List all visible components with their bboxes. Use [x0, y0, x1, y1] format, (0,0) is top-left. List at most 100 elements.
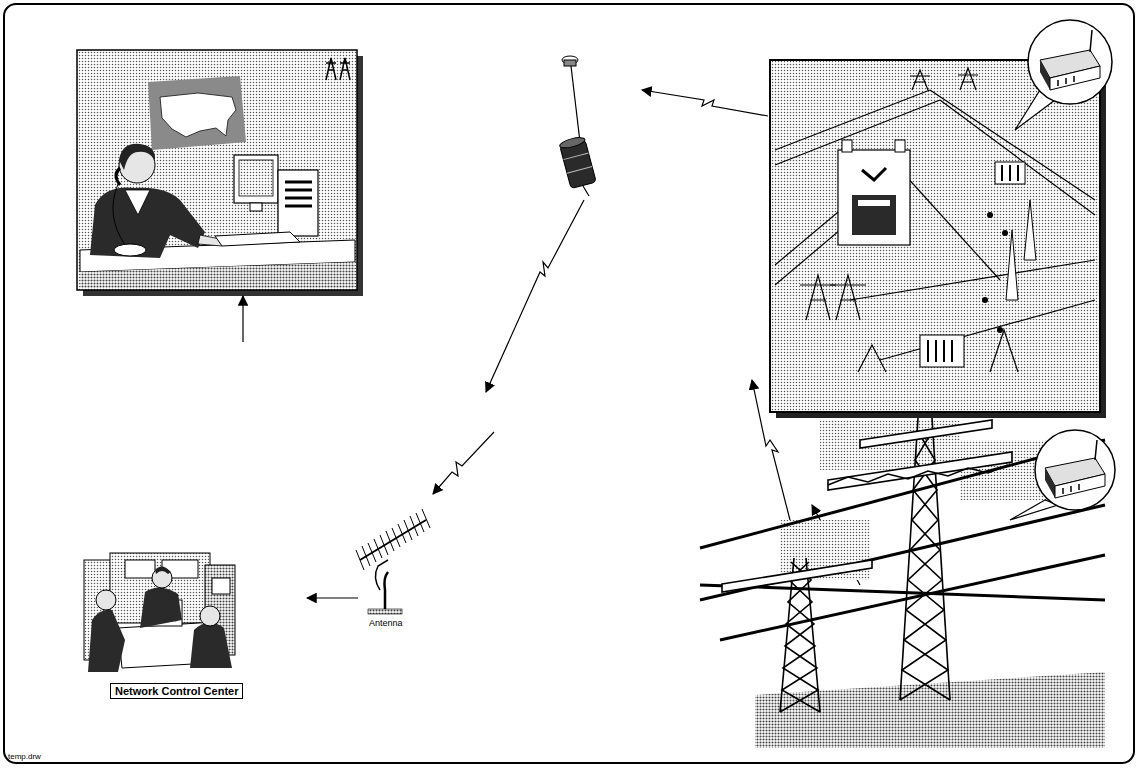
- substation-panel: [852, 195, 896, 235]
- device-callout: [1070, 486, 1072, 492]
- substation-panel: [997, 327, 1003, 333]
- substation-panel: [927, 340, 929, 362]
- device-callout: [1078, 484, 1080, 490]
- control-center-scene: [88, 610, 125, 672]
- transmission-towers: [806, 558, 820, 712]
- device-callout: [1050, 66, 1100, 90]
- office-scene: [285, 197, 312, 200]
- substation-panel: [850, 260, 1095, 300]
- antenna-symbol: [362, 546, 370, 566]
- device-callout: [1095, 440, 1097, 460]
- transmission-towers: [828, 465, 1008, 485]
- antenna-symbol: [422, 509, 430, 528]
- office-scene: [285, 181, 312, 184]
- label-box: Network Control Center: [110, 683, 243, 699]
- antenna-symbol: [380, 535, 388, 555]
- office-scene: [90, 188, 205, 258]
- substation-panel: [862, 168, 886, 180]
- satellite-symbol: [571, 66, 580, 142]
- substation-panel: [770, 60, 1106, 418]
- caption-label: Antenna: [369, 618, 403, 628]
- substation-panel: [1002, 165, 1018, 181]
- office-scene: [125, 190, 150, 215]
- substation-panel: [905, 175, 1000, 280]
- office-scene: [250, 203, 262, 211]
- substation-panel: [930, 90, 1095, 200]
- antenna-symbol: [398, 524, 406, 543]
- office-scene: [278, 170, 318, 236]
- office-scene: [160, 93, 236, 137]
- substation-panel: [1017, 165, 1019, 181]
- control-center-scene: [125, 560, 155, 578]
- office-scene: [285, 205, 312, 208]
- office-scene: [113, 184, 125, 245]
- substation-panel: [775, 68, 1095, 372]
- substation-panel: [935, 340, 937, 362]
- device-callout: [1058, 76, 1074, 86]
- device-callout: [1028, 20, 1112, 104]
- label-text: Antenna: [369, 618, 403, 628]
- satellite-symbol: [567, 166, 592, 173]
- substation-panel: [990, 330, 1018, 372]
- antenna-symbol: [374, 539, 382, 558]
- office-scene: [119, 144, 155, 170]
- office-scene: [77, 50, 357, 290]
- radio-link: [642, 90, 768, 116]
- device-callout: [1065, 78, 1067, 84]
- control-center-scene: [190, 622, 232, 668]
- substation-panel: [995, 162, 1025, 184]
- satellite-symbol: [564, 60, 576, 66]
- transmission-towers: [700, 585, 1105, 600]
- antenna-symbol: [410, 516, 418, 536]
- transmission-towers: [700, 505, 1105, 600]
- antenna-symbol: [416, 513, 424, 532]
- antenna-symbol: [356, 509, 430, 570]
- satellite-symbol: [583, 186, 589, 196]
- device-callout: [1057, 80, 1059, 86]
- device-callout: [1010, 20, 1115, 520]
- control-center-scene: [96, 590, 116, 610]
- substation-panel: [951, 340, 953, 362]
- device-callout: [1090, 30, 1092, 52]
- outer-frame: [4, 4, 1134, 763]
- device-callout: [1045, 468, 1055, 498]
- office-scene: [116, 168, 120, 185]
- office-scene: [77, 50, 363, 296]
- office-scene: [239, 160, 273, 196]
- antenna-symbol: [392, 528, 400, 547]
- control-center-scene: [200, 606, 220, 626]
- office-scene: [234, 155, 278, 203]
- substation-panel: [958, 68, 978, 90]
- office-scene: [114, 244, 146, 256]
- control-center-scene: [212, 578, 230, 594]
- radio-link: [486, 200, 584, 392]
- device-callout: [1055, 474, 1105, 498]
- control-center-scene: [140, 587, 182, 628]
- box-text: Network Control Center: [115, 685, 238, 697]
- transmission-towers: [722, 560, 872, 592]
- device-callout: [1010, 500, 1058, 520]
- device-callout: [1063, 484, 1079, 494]
- substation-panel: [770, 60, 1100, 412]
- antenna-symbol: [375, 560, 388, 590]
- office-scene: [285, 182, 312, 206]
- label-text: temp.drw: [8, 752, 41, 761]
- office-scene: [326, 58, 336, 80]
- substation-panel: [800, 275, 836, 320]
- substation-panel: [943, 340, 945, 362]
- substation-panel: [910, 70, 930, 90]
- substation-panel: [982, 297, 988, 303]
- antenna-symbol: [356, 509, 430, 614]
- office-scene: [80, 262, 355, 288]
- satellite-symbol: [559, 136, 586, 150]
- office-scene: [340, 58, 350, 80]
- device-callout: [1035, 430, 1115, 510]
- antenna-symbol: [368, 543, 376, 562]
- substation-panel: [880, 300, 1095, 360]
- office-scene: [148, 76, 246, 150]
- substation-panel: [1001, 165, 1003, 181]
- antenna-symbol: [356, 550, 364, 570]
- radio-link: [433, 432, 494, 494]
- substation-panel: [1006, 200, 1036, 300]
